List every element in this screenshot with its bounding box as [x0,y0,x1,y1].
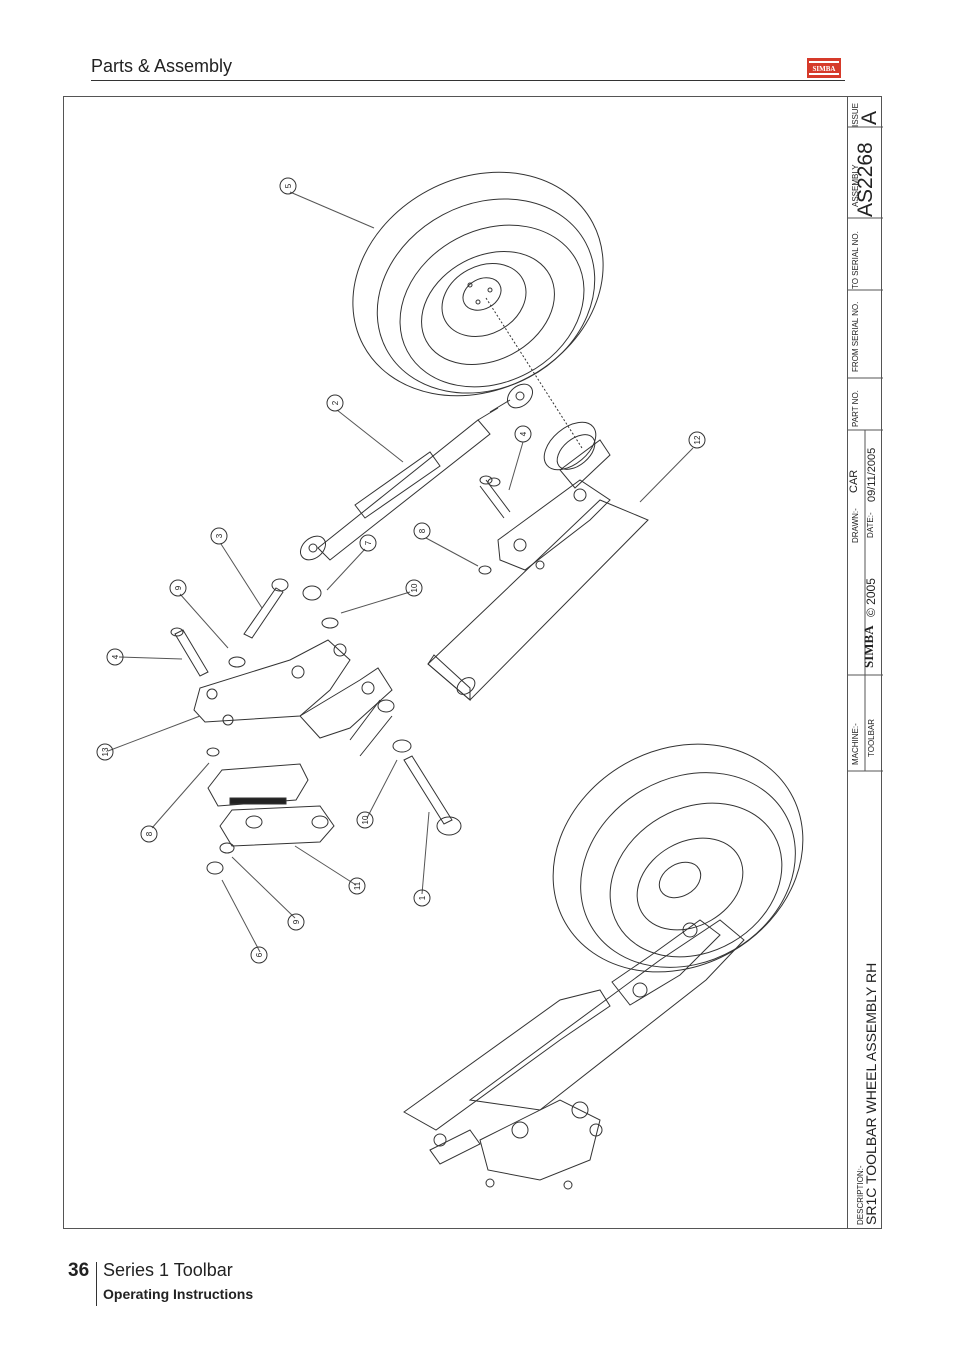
balloon-2: 2 [331,400,340,405]
balloon-13: 13 [101,747,110,756]
date-label: DATE:- [866,512,875,538]
clip [206,747,220,757]
page-section-title: Parts & Assembly [91,56,233,76]
balloon-7: 7 [364,540,373,545]
to-serial-label: TO SERIAL NO. [851,231,860,289]
balloon-10: 10 [361,815,370,824]
balloon-8: 8 [145,831,154,836]
from-serial-label: FROM SERIAL NO. [851,301,860,372]
header-rule [91,80,845,81]
assembled-arm [403,919,745,1190]
footer-subtitle: Operating Instructions [103,1286,254,1302]
svg-text:SIMBA: SIMBA [813,65,836,73]
balloon-12: 12 [693,435,702,444]
title-block: ISSUE A ASSEMBLY AS2268 TO SERIAL NO. FR… [847,97,883,1228]
wheel-upper [352,171,604,397]
machine-label: MACHINE:- [851,723,860,765]
balloon-4: 4 [111,654,120,659]
wheel-lower [552,743,804,973]
simba-logo-block: SIMBA [861,625,876,668]
footer-divider [96,1262,97,1306]
clip [478,565,492,575]
hub [543,421,611,489]
drawn-label: DRAWN:- [851,508,860,543]
balloon-3: 3 [215,533,224,538]
pin [243,578,289,639]
balloon-5: 5 [284,183,293,188]
clamp-plates [207,763,335,847]
date-value: 09/11/2005 [866,447,878,502]
svg-text:SIMBA: SIMBA [861,625,876,668]
nut [206,861,224,875]
page-number: 36 [68,1260,90,1281]
exploded-assembly-drawing: 5 2 4 12 3 8 7 9 10 4 13 8 10 1 11 9 6 [96,171,804,1190]
washer [392,739,412,753]
balloon-circles [96,177,706,964]
balloon-9: 9 [174,585,183,590]
washer [321,617,339,629]
description-value: SR1C TOOLBAR WHEEL ASSEMBLY RH [863,962,879,1225]
part-no-label: PART NO. [851,390,860,427]
drawn-value: CAR [848,469,860,493]
balloon-4: 4 [519,431,528,436]
assembly-number: AS2268 [854,142,877,217]
balloon-11: 11 [353,881,362,890]
machine-value: TOOLBAR [867,718,876,757]
bolt [403,755,462,836]
balloon-8: 8 [418,528,427,533]
balloon-6: 6 [255,952,264,957]
wheel-arm [427,475,649,702]
simba-logo: SIMBA [807,58,841,78]
mount-bracket [193,639,395,757]
washer [228,656,246,668]
issue-value: A [858,110,881,125]
drawing-frame [63,96,882,1229]
footer-series: Series 1 Toolbar [103,1260,233,1280]
turnbuckle [299,383,534,561]
nut [302,585,322,601]
balloon-1: 1 [418,895,427,900]
washer [219,842,235,854]
balloon-10: 10 [410,583,419,592]
leader-lines [107,191,694,953]
balloon-9: 9 [292,919,301,924]
